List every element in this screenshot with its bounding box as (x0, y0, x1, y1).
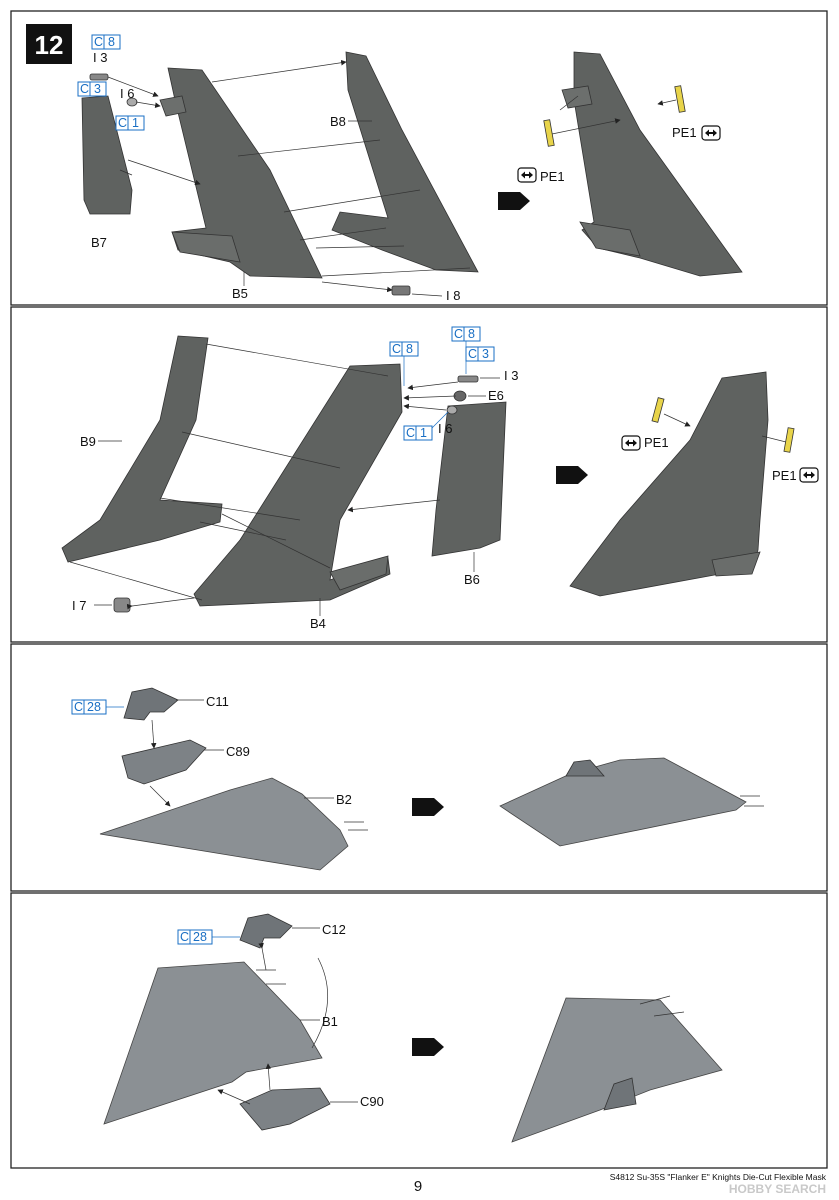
svg-text:C: C (454, 327, 463, 341)
svg-text:C: C (392, 342, 401, 356)
step-number-box (26, 24, 72, 64)
page-number: 9 (414, 1178, 422, 1195)
label-b8: B8 (330, 114, 346, 129)
svg-text:8: 8 (108, 35, 115, 49)
label-c89: C89 (226, 744, 250, 759)
label-i8: I 8 (446, 288, 460, 303)
part-c89 (121, 739, 207, 785)
label-pe1-left: PE1 (540, 169, 565, 184)
part-i8 (391, 285, 411, 296)
paint-ref-c1-p2: C 1 (403, 425, 433, 441)
footer-text: S4812 Su-35S "Flanker E" Knights Die-Cut… (610, 1172, 827, 1182)
part-i3-p2 (457, 375, 479, 383)
part-c12 (239, 913, 293, 949)
result-arrow-1 (498, 192, 530, 210)
panel-4: C12 B1 C90 C 28 (103, 913, 723, 1143)
part-b7-rudder (81, 95, 133, 215)
svg-text:8: 8 (468, 327, 475, 341)
paint-ref-c28-p3: C 28 (71, 699, 107, 715)
paint-ref-c8-p1: C 8 (91, 34, 121, 50)
pe1-strip-side (783, 427, 795, 453)
step-number: 12 (35, 30, 64, 60)
label-b1: B1 (322, 1014, 338, 1029)
watermark: HOBBY SEARCH (729, 1182, 826, 1196)
panel-1-border (10, 10, 828, 306)
label-i3: I 3 (93, 50, 107, 65)
label-b9: B9 (80, 434, 96, 449)
label-b2: B2 (336, 792, 352, 807)
svg-text:C: C (94, 35, 103, 49)
svg-text:28: 28 (193, 930, 207, 944)
paint-ref-c3-p2: C 3 (465, 346, 495, 362)
part-b6-rudder (431, 401, 507, 557)
label-b6: B6 (464, 572, 480, 587)
panel-3: C11 C89 B2 C 28 (71, 687, 764, 871)
svg-text:8: 8 (406, 342, 413, 356)
svg-text:1: 1 (420, 426, 427, 440)
paint-ref-c28-p4: C 28 (177, 929, 213, 945)
label-c12: C12 (322, 922, 346, 937)
result-arrow-2 (556, 466, 588, 484)
svg-text:28: 28 (87, 700, 101, 714)
svg-text:1: 1 (132, 116, 139, 130)
part-b1-stabilizer (103, 961, 323, 1125)
pe1-strip-left (543, 119, 555, 147)
paint-ref-c8a-p2: C 8 (389, 341, 419, 357)
label-b5: B5 (232, 286, 248, 301)
part-b2-stabilizer (99, 777, 349, 871)
label-i6-p2: I 6 (438, 421, 452, 436)
label-pe1-right: PE1 (672, 125, 697, 140)
assembled-fin-1 (573, 51, 743, 277)
svg-text:C: C (80, 82, 89, 96)
panel-2: B9 B4 B6 I 7 I 3 E6 I 6 PE1 PE1 C 8 C 8 (61, 326, 819, 631)
part-c90 (239, 1087, 331, 1131)
label-pe1-side: PE1 (772, 468, 797, 483)
svg-text:C: C (406, 426, 415, 440)
svg-text:C: C (74, 700, 83, 714)
pe1-strip-top (651, 397, 665, 423)
svg-text:3: 3 (482, 347, 489, 361)
svg-text:C: C (180, 930, 189, 944)
part-b9-fin (61, 335, 223, 563)
pe1-strip-right (674, 85, 686, 113)
panel-3-border (10, 643, 828, 892)
label-e6: E6 (488, 388, 504, 403)
label-b4: B4 (310, 616, 326, 631)
label-pe1-top: PE1 (644, 435, 669, 450)
part-b8-fin (331, 51, 479, 273)
label-c90: C90 (360, 1094, 384, 1109)
label-i7: I 7 (72, 598, 86, 613)
result-arrow-3 (412, 798, 444, 816)
assembled-stabilizer-2 (511, 997, 723, 1143)
paint-ref-c8b-p2: C 8 (451, 326, 481, 342)
svg-text:C: C (468, 347, 477, 361)
label-i6: I 6 (120, 86, 134, 101)
result-arrow-4 (412, 1038, 444, 1056)
panel-1: B7 B5 B8 I 8 I 3 I 6 PE1 PE1 C 8 C 3 C (77, 34, 743, 303)
svg-text:3: 3 (94, 82, 101, 96)
label-b7: B7 (91, 235, 107, 250)
part-b4-fin (193, 363, 403, 607)
panel-2-border (10, 306, 828, 643)
paint-ref-c1-p1: C 1 (115, 115, 145, 131)
part-i6-p2 (446, 405, 458, 415)
svg-text:C: C (118, 116, 127, 130)
part-c11 (123, 687, 179, 721)
part-i3 (89, 73, 109, 81)
label-i3-p2: I 3 (504, 368, 518, 383)
label-c11: C11 (206, 694, 229, 709)
paint-ref-c3-p1: C 3 (77, 81, 107, 97)
panel-4-border (10, 892, 828, 1169)
assembled-stabilizer-1 (499, 757, 747, 847)
part-i7 (113, 597, 131, 613)
part-b5-fin (167, 67, 323, 279)
